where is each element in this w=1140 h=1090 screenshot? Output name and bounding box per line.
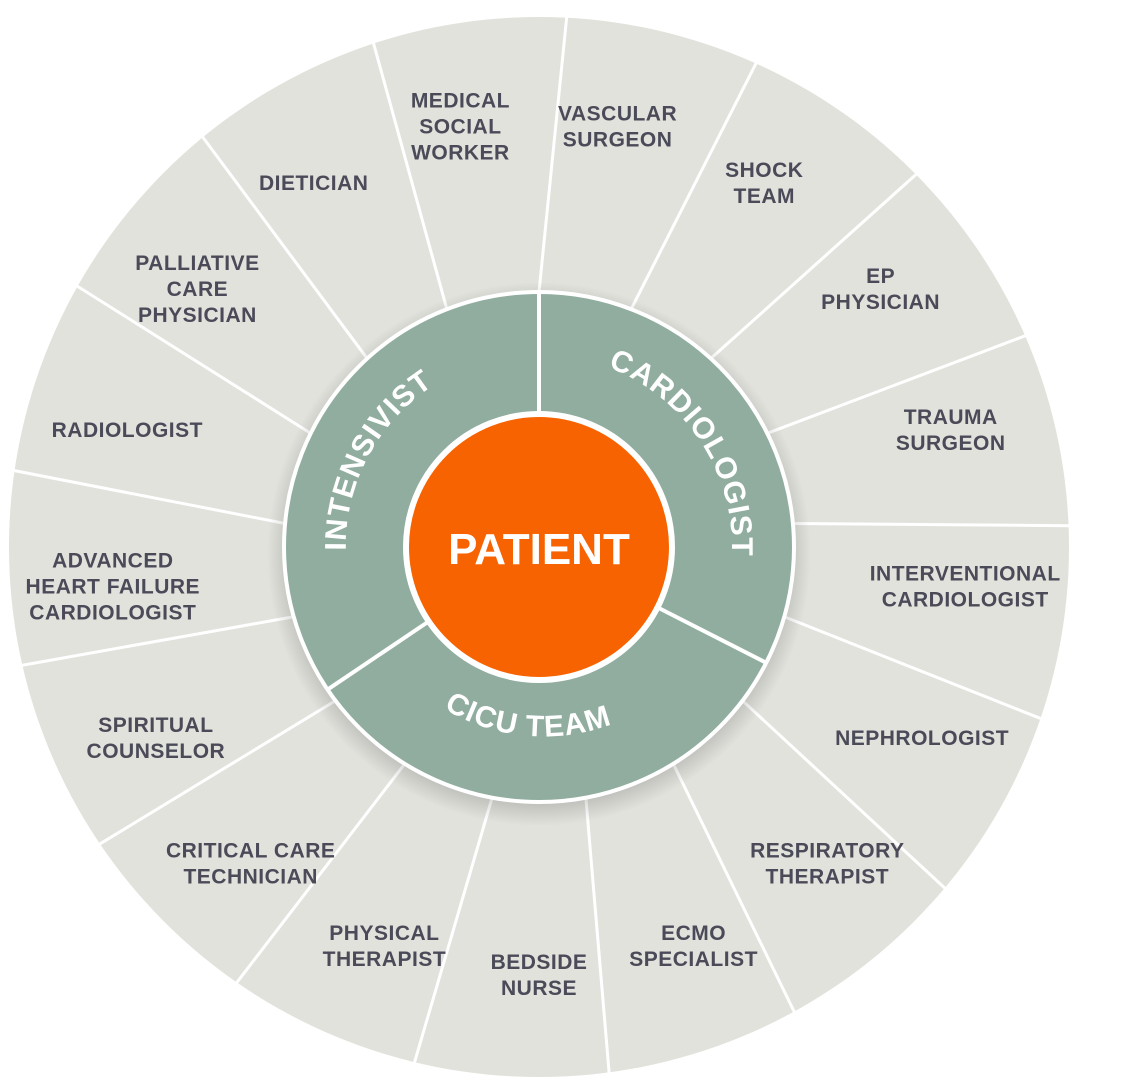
segment-label-dietician: DIETICIAN xyxy=(259,172,369,195)
outer-divider-2 xyxy=(629,60,759,310)
segment-label-line: TRAUMA xyxy=(904,406,998,429)
segment-label-line: NURSE xyxy=(501,977,577,1000)
segment-label-line: COUNSELOR xyxy=(87,740,226,763)
outer-divider-15 xyxy=(75,283,312,435)
segment-label-line: SHOCK xyxy=(725,159,803,182)
segment-label-critical-care-technician: CRITICAL CARE TECHNICIAN xyxy=(166,839,335,888)
outer-divider-3 xyxy=(709,172,919,360)
segment-label-ep-physician: EP PHYSICIAN xyxy=(821,265,940,314)
segment-label-medical-social-worker: MEDICAL SOCIAL WORKER xyxy=(411,89,510,164)
patient-label: PATIENT xyxy=(448,525,630,574)
segment-label-line: SURGEON xyxy=(896,432,1006,455)
segment-label-line: TECHNICIAN xyxy=(183,865,318,888)
segment-label-line: INTERVENTIONAL xyxy=(870,563,1061,586)
outer-divider-5 xyxy=(792,521,1071,528)
outer-divider-12 xyxy=(97,699,337,847)
segment-label-bedside-nurse: BEDSIDE NURSE xyxy=(491,951,588,1000)
segment-label-line: SPECIALIST xyxy=(629,948,758,971)
outer-divider-16 xyxy=(200,134,369,360)
segment-label-line: EP xyxy=(866,265,895,288)
segment-label-line: PHYSICAL xyxy=(329,922,439,945)
segment-label-palliative-care-physician: PALLIATIVE CARE PHYSICIAN xyxy=(135,252,259,327)
segment-label-line: CARDIOLOGIST xyxy=(882,589,1049,612)
segment-label-line: CRITICAL CARE xyxy=(166,839,335,862)
segment-label-line: VASCULAR xyxy=(558,102,677,125)
segment-label-advanced-heart-failure-cardiologist: ADVANCED HEART FAILURE CARDIOLOGIST xyxy=(26,550,201,625)
outer-divider-7 xyxy=(741,699,948,891)
outer-divider-14 xyxy=(12,468,286,525)
outer-divider-9 xyxy=(584,797,611,1075)
segment-label-trauma-surgeon: TRAUMA SURGEON xyxy=(896,406,1006,455)
outer-divider-6 xyxy=(783,615,1043,721)
ring-divider-3 xyxy=(326,619,430,692)
segment-label-line: RADIOLOGIST xyxy=(52,419,203,442)
segment-label-line: PHYSICIAN xyxy=(138,304,257,327)
ring-divider-2 xyxy=(656,605,768,665)
outer-divider-4 xyxy=(766,333,1028,435)
segment-label-line: BEDSIDE xyxy=(491,951,588,974)
segment-label-nephrologist: NEPHROLOGIST xyxy=(835,727,1009,750)
outer-divider-13 xyxy=(20,615,294,668)
outer-divider-1 xyxy=(537,15,569,293)
segment-label-interventional-cardiologist: INTERVENTIONAL CARDIOLOGIST xyxy=(870,563,1061,612)
outer-divider-10 xyxy=(412,797,494,1065)
segment-label-line: ADVANCED xyxy=(52,550,173,573)
segment-label-radiologist: RADIOLOGIST xyxy=(52,419,203,442)
segment-label-ecmo-specialist: ECMO SPECIALIST xyxy=(629,922,758,971)
segment-label-line: ECMO xyxy=(661,922,726,945)
segment-label-line: WORKER xyxy=(411,141,510,164)
segment-label-spiritual-counselor: SPIRITUAL COUNSELOR xyxy=(87,714,226,763)
segment-label-line: SPIRITUAL xyxy=(98,714,213,737)
segment-label-physical-therapist: PHYSICAL THERAPIST xyxy=(323,922,447,971)
segment-label-line: RESPIRATORY xyxy=(750,839,904,862)
outer-segment-labels: VASCULAR SURGEON SHOCK TEAM EP PHYSICIAN TRAUM… xyxy=(26,89,1061,1000)
segment-label-line: CARE xyxy=(167,278,229,301)
segment-label-line: PHYSICIAN xyxy=(821,291,940,314)
segment-label-respiratory-therapist: RESPIRATORY THERAPIST xyxy=(750,839,904,888)
patient-circle xyxy=(403,411,675,683)
segment-label-line: SURGEON xyxy=(563,128,673,151)
inner-ring-dividers xyxy=(326,292,768,692)
segment-label-shock-team: SHOCK TEAM xyxy=(725,159,803,208)
segment-label-line: CARDIOLOGIST xyxy=(29,602,196,625)
segment-label-line: DIETICIAN xyxy=(259,172,369,195)
segment-label-line: HEART FAILURE xyxy=(26,576,201,599)
segment-label-line: MEDICAL xyxy=(411,89,510,112)
segment-label-vascular-surgeon: VASCULAR SURGEON xyxy=(558,102,677,151)
outer-divider-11 xyxy=(234,762,406,985)
outer-divider-8 xyxy=(671,763,797,1015)
segment-label-line: SOCIAL xyxy=(419,115,501,138)
segment-label-line: TEAM xyxy=(734,185,796,208)
segment-label-line: THERAPIST xyxy=(766,865,890,888)
outer-divider-17 xyxy=(371,41,449,310)
segment-label-line: PALLIATIVE xyxy=(135,252,259,275)
outer-segment-dividers xyxy=(12,15,1071,1075)
segment-label-line: NEPHROLOGIST xyxy=(835,727,1009,750)
segment-label-line: THERAPIST xyxy=(323,948,447,971)
